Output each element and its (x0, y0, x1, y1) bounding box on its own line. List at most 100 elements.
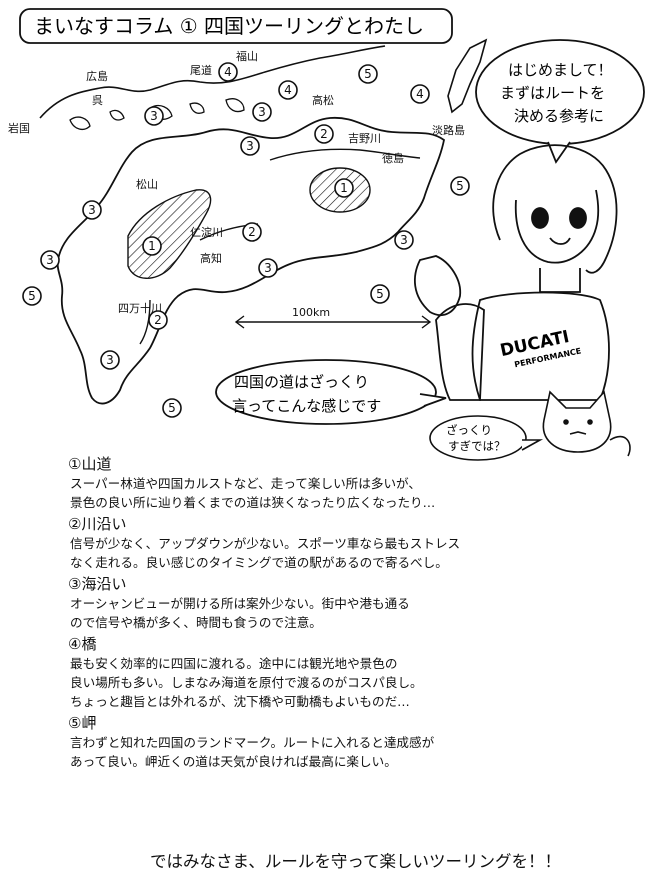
svg-text:3: 3 (106, 353, 114, 367)
marker-3-c: 3 (252, 102, 272, 122)
character-girl (414, 144, 618, 401)
label-onomichi: 尾道 (190, 63, 212, 77)
girl-sleeve (435, 303, 485, 401)
marker-4-a: 4 (218, 62, 238, 82)
greeting-line-3: 決める参考に (514, 107, 604, 125)
svg-text:3: 3 (88, 203, 96, 217)
marker-3-f: 3 (258, 258, 278, 278)
yoshino-river (269, 148, 421, 161)
cat (542, 390, 631, 457)
label-shimanto: 四万十川 (118, 301, 162, 315)
label-scale: 100km (292, 306, 330, 319)
marker-3-d: 3 (82, 200, 102, 220)
section-line: ちょっと趣旨とは外れるが、沈下橋や可動橋もよいものだ… (70, 694, 410, 709)
svg-text:1: 1 (340, 181, 348, 195)
girl-face (514, 189, 600, 264)
section-line: 良い場所も多い。しまなみ海道を原付で渡るのがコスパ良し。 (70, 675, 423, 690)
section-line: 最も安く効率的に四国に渡れる。途中には観光地や景色の (70, 656, 398, 671)
greeting-bubble-tail (547, 141, 571, 164)
marker-5-a: 5 (358, 64, 378, 84)
greeting-line-1: はじめまして！ (508, 61, 613, 79)
marker-3-a: 3 (144, 106, 164, 126)
marker-3-h: 3 (100, 350, 120, 370)
rough-bubble (215, 359, 437, 425)
page-title: まいなすコラム ① 四国ツーリングとわたし (34, 14, 424, 38)
section-line: ので信号や橋が多く、時間も食うので注意。 (70, 615, 322, 630)
map-markers: 4 4 5 4 3 3 3 2 1 5 3 1 2 3 3 3 5 2 5 3 … (22, 62, 470, 418)
marker-5-b: 5 (450, 176, 470, 196)
svg-text:4: 4 (224, 65, 232, 79)
svg-text:3: 3 (258, 105, 266, 119)
section-title-bridge: ④橋 (68, 635, 97, 653)
cat-bubble-tail (521, 439, 544, 451)
section-line: 信号が少なく、アップダウンが少ない。スポーツ車なら最もストレス (70, 536, 461, 551)
svg-text:3: 3 (400, 233, 408, 247)
svg-text:3: 3 (246, 139, 254, 153)
marker-5-e: 5 (162, 398, 182, 418)
label-awajishima: 淡路島 (432, 123, 465, 137)
cat-line-2: すぎでは？ (448, 439, 506, 453)
cat-bubble (429, 415, 527, 461)
section-line: 景色の良い所に辿り着くまでの道は狭くなったり広くなったり… (70, 495, 436, 510)
svg-text:2: 2 (154, 313, 162, 327)
greeting-line-2: まずはルートを (500, 84, 605, 102)
section-title-coast: ③海沿い (68, 575, 127, 593)
rough-line-1: 四国の道はざっくり (234, 373, 369, 391)
marker-2-a: 2 (314, 124, 334, 144)
section-line: なく走れる。良い感じのタイミングで道の駅があるので寄るべし。 (70, 555, 448, 570)
svg-text:3: 3 (264, 261, 272, 275)
girl-shirt (471, 291, 610, 401)
label-iwakuni: 岩国 (8, 121, 30, 135)
label-niyodogawa: 仁淀川 (190, 225, 223, 239)
label-takamatsu: 高松 (312, 93, 334, 107)
rough-line-2: 言ってこんな感じです (232, 397, 381, 415)
section-title-river: ②川沿い (68, 515, 127, 533)
section-line: 言わずと知れた四国のランドマーク。ルートに入れると達成感が (70, 735, 435, 750)
marker-1-a: 1 (334, 178, 354, 198)
marker-5-d: 5 (370, 284, 390, 304)
road-notes: ①山道 スーパー林道や四国カルストなど、走って楽しい所は多いが、 景色の良い所に… (68, 452, 658, 771)
svg-text:5: 5 (364, 67, 372, 81)
inland-islands (69, 98, 245, 131)
section-line: オーシャンビューが開ける所は案外少ない。街中や港も通る (70, 596, 410, 611)
honshu-coast (39, 45, 386, 119)
marker-3-e: 3 (394, 230, 414, 250)
section-title-mountain: ①山道 (68, 455, 112, 473)
svg-text:5: 5 (168, 401, 176, 415)
marker-5-c: 5 (22, 286, 42, 306)
title-frame (19, 8, 453, 44)
marker-2-b: 2 (242, 222, 262, 242)
shimanto-river (139, 299, 151, 345)
svg-text:3: 3 (150, 109, 158, 123)
svg-text:4: 4 (284, 83, 292, 97)
awaji-island (447, 38, 488, 114)
marker-4-c: 4 (410, 84, 430, 104)
marker-1-b: 1 (142, 236, 162, 256)
svg-text:5: 5 (28, 289, 36, 303)
marker-3-g: 3 (40, 250, 60, 270)
girl-hand (414, 255, 462, 317)
scale-arrows (234, 315, 432, 329)
girl-eye-left (531, 207, 549, 229)
mountain-zone-west (127, 189, 212, 279)
label-fukuyama: 福山 (236, 49, 258, 63)
svg-text:5: 5 (376, 287, 384, 301)
shikoku-outline (56, 116, 445, 405)
closing-message: ではみなさま、ルールを守って楽しいツーリングを！！ (150, 852, 562, 871)
section-line: あって良い。岬近くの道は天気が良ければ最高に楽しい。 (70, 754, 397, 769)
girl-eye-right (569, 207, 587, 229)
label-kure: 呉 (92, 94, 103, 107)
label-tokushima: 徳島 (382, 151, 404, 165)
label-matsuyama: 松山 (136, 177, 158, 191)
label-yoshinogawa: 吉野川 (348, 132, 381, 145)
girl-mouth (549, 237, 571, 245)
svg-text:1: 1 (148, 239, 156, 253)
marker-4-b: 4 (278, 80, 298, 100)
cat-line-1: ざっくり (446, 423, 492, 437)
svg-text:5: 5 (456, 179, 464, 193)
svg-text:2: 2 (248, 225, 256, 239)
svg-text:4: 4 (416, 87, 424, 101)
girl-neck (539, 268, 581, 293)
girl-hair (492, 144, 618, 274)
